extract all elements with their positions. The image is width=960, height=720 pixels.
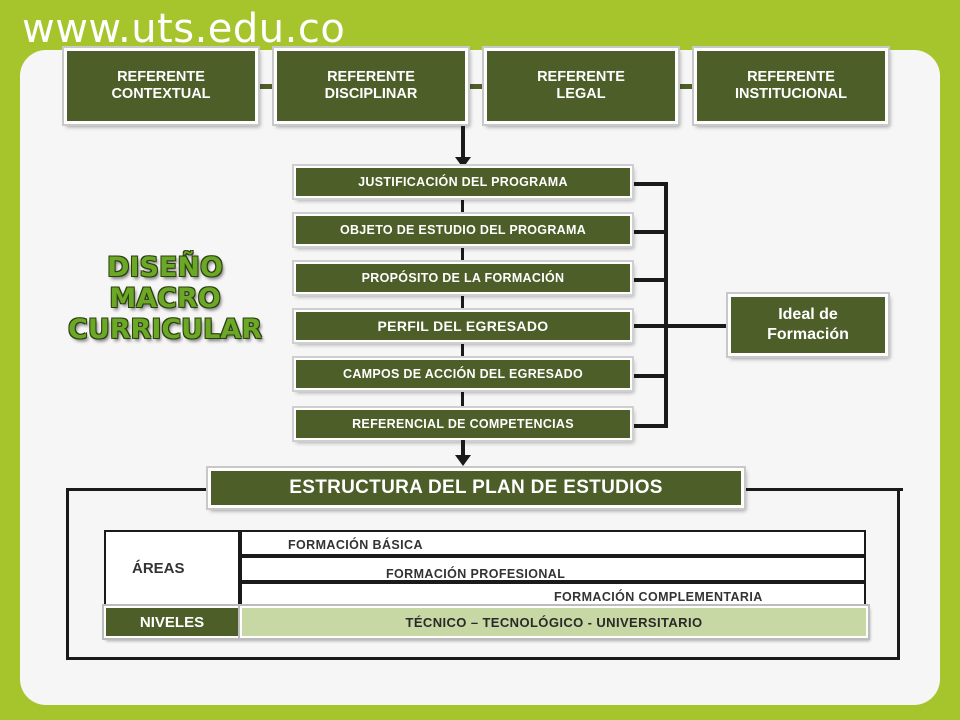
referente-legal-line2: LEGAL	[556, 86, 606, 102]
bracket-vertical	[664, 182, 668, 428]
bracket-tick-5	[632, 374, 668, 378]
areas-label: ÁREAS	[132, 560, 185, 577]
step-objeto-estudio: OBJETO DE ESTUDIO DEL PROGRAMA	[294, 214, 632, 246]
bracket-tick-3	[632, 278, 668, 282]
diseno-macro-curricular-title: DISEÑO MACRO CURRICULAR	[60, 252, 270, 345]
bracket-to-ideal-line	[664, 324, 730, 328]
bracket-tick-6	[632, 424, 668, 428]
area-formacion-profesional: FORMACIÓN PROFESIONAL	[386, 567, 566, 581]
diseno-line3: CURRICULAR	[68, 314, 262, 346]
step-proposito: PROPÓSITO DE LA FORMACIÓN	[294, 262, 632, 294]
referente-disciplinar-line1: REFERENTE	[327, 68, 415, 85]
step-objeto-estudio-label: OBJETO DE ESTUDIO DEL PROGRAMA	[339, 223, 587, 237]
step-referencial-competencias: REFERENCIAL DE COMPETENCIAS	[294, 408, 632, 440]
referente-legal-line1: REFERENTE	[537, 68, 625, 85]
steps-spine	[461, 200, 464, 412]
diseno-line2: MACRO	[109, 283, 221, 315]
areas-box	[104, 530, 240, 606]
bracket-tick-2	[632, 230, 668, 234]
referente-contextual-line2: CONTEXTUAL	[111, 86, 211, 102]
step-perfil-egresado: PERFIL DEL EGRESADO	[294, 310, 632, 342]
referentes-connector	[250, 84, 710, 89]
area-formacion-complementaria: FORMACIÓN COMPLEMENTARIA	[554, 590, 763, 604]
step-campos-accion-label: CAMPOS DE ACCIÓN DEL EGRESADO	[343, 367, 583, 381]
top-arrow-head	[455, 157, 471, 168]
referente-institucional-line2: INSTITUCIONAL	[735, 86, 847, 102]
bracket-tick-1	[632, 182, 668, 186]
referente-institucional-line1: REFERENTE	[747, 68, 835, 85]
area-formacion-basica: FORMACIÓN BÁSICA	[288, 538, 423, 552]
ideal-line1: Ideal de	[778, 306, 838, 323]
step-justificacion-label: JUSTIFICACIÓN DEL PROGRAMA	[358, 175, 568, 189]
estructura-plan-title: ESTRUCTURA DEL PLAN DE ESTUDIOS	[208, 468, 744, 508]
step-campos-accion: CAMPOS DE ACCIÓN DEL EGRESADO	[294, 358, 632, 390]
ideal-formacion-box: Ideal de Formación	[728, 294, 888, 356]
bottom-arrow-head	[455, 455, 471, 466]
top-arrow-shaft	[461, 126, 465, 160]
step-referencial-competencias-label: REFERENCIAL DE COMPETENCIAS	[352, 417, 574, 431]
plan-estudios-frame	[66, 488, 900, 660]
step-perfil-egresado-label: PERFIL DEL EGRESADO	[377, 318, 549, 334]
area-row-basica	[240, 530, 866, 556]
step-proposito-label: PROPÓSITO DE LA FORMACIÓN	[361, 271, 565, 285]
area-row-profesional	[240, 556, 866, 582]
referente-disciplinar-line2: DISCIPLINAR	[324, 86, 418, 102]
ideal-line2: Formación	[767, 326, 849, 343]
frame-top-left-edge	[66, 488, 210, 491]
bracket-tick-4	[632, 324, 668, 328]
niveles-label: NIVELES	[104, 606, 240, 638]
area-row-complementaria	[240, 582, 866, 608]
diseno-line1: DISEÑO	[107, 252, 223, 283]
site-url: www.uts.edu.co	[22, 6, 346, 52]
referente-contextual-line1: REFERENTE	[117, 68, 205, 85]
frame-top-right-edge	[742, 488, 903, 491]
niveles-value: TÉCNICO – TECNOLÓGICO - UNIVERSITARIO	[240, 606, 868, 638]
step-justificacion: JUSTIFICACIÓN DEL PROGRAMA	[294, 166, 632, 198]
bottom-arrow-shaft	[461, 440, 465, 458]
